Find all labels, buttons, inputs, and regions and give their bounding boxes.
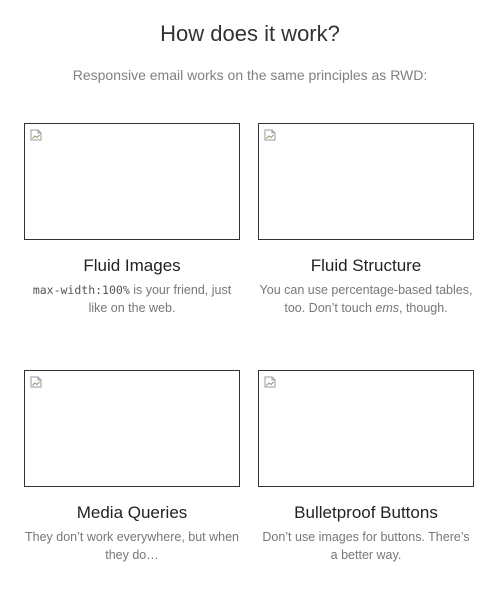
page-title: How does it work? xyxy=(160,21,340,46)
card-text: You can use percentage-based tables, too… xyxy=(258,281,474,317)
feature-card-bulletproof-buttons: Bulletproof Buttons Don’t use images for… xyxy=(258,370,474,564)
card-text-before: You can use percentage-based tables, too… xyxy=(259,283,473,315)
image-placeholder xyxy=(24,123,240,240)
feature-card-fluid-images: Fluid Images max-width:100% is your frie… xyxy=(24,123,240,317)
card-heading: Fluid Structure xyxy=(310,256,422,275)
feature-card-media-queries: Media Queries They don’t work everywhere… xyxy=(24,370,240,564)
broken-image-icon xyxy=(264,129,276,141)
card-text-rest: is your friend, just like on the web. xyxy=(88,283,232,315)
card-text: max-width:100% is your friend, just like… xyxy=(24,281,240,317)
image-placeholder xyxy=(258,123,474,240)
image-placeholder xyxy=(24,370,240,487)
card-heading: Media Queries xyxy=(76,503,188,522)
card-heading: Bulletproof Buttons xyxy=(294,503,438,522)
card-heading: Fluid Images xyxy=(83,256,181,275)
page-subtitle: Responsive email works on the same princ… xyxy=(72,67,428,83)
card-text-after: , though. xyxy=(399,301,448,315)
card-text-code: max-width:100% xyxy=(32,283,130,297)
card-text: Don’t use images for buttons. There’s a … xyxy=(262,530,470,562)
feature-card-fluid-structure: Fluid Structure You can use percentage-b… xyxy=(258,123,474,317)
broken-image-icon xyxy=(30,129,42,141)
broken-image-icon xyxy=(30,376,42,388)
card-text: They don’t work everywhere, but when the… xyxy=(25,530,239,562)
card-text-em: ems xyxy=(375,301,399,315)
broken-image-icon xyxy=(264,376,276,388)
image-placeholder xyxy=(258,370,474,487)
